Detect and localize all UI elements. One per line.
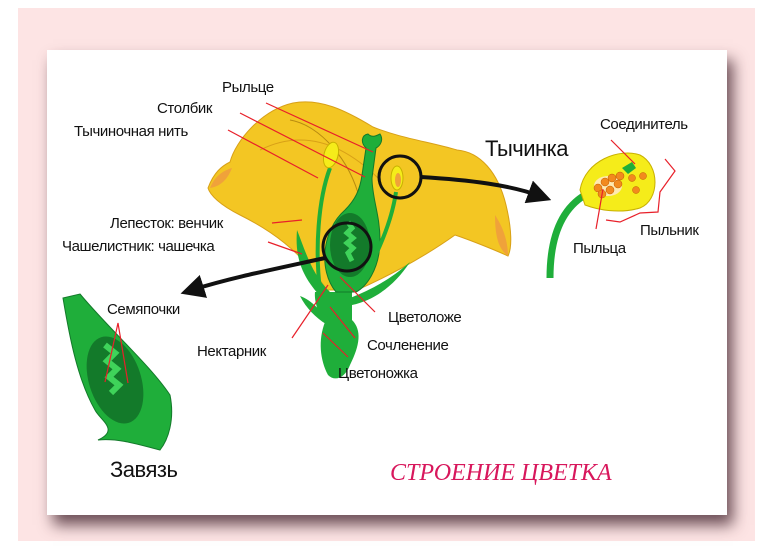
label-nectary: Нектарник bbox=[197, 343, 267, 360]
stamens bbox=[315, 141, 404, 291]
label-connective: Соединитель bbox=[600, 116, 688, 133]
label-pollen: Пыльца bbox=[573, 240, 627, 257]
label-joint: Сочленение bbox=[367, 337, 448, 354]
label-stamen: Тычинка bbox=[485, 136, 569, 161]
label-stigma: Рыльце bbox=[222, 79, 274, 96]
label-ovary: Завязь bbox=[110, 457, 177, 482]
zoom-markers bbox=[180, 154, 552, 298]
pistil bbox=[324, 133, 383, 293]
label-receptacle: Цветоложе bbox=[388, 309, 461, 326]
label-petal: Лепесток: венчик bbox=[110, 215, 224, 232]
label-ovules: Семяпочки bbox=[107, 301, 180, 318]
leader-lines bbox=[104, 102, 676, 384]
ovary-detail bbox=[62, 293, 173, 451]
stamen-detail bbox=[546, 152, 656, 279]
label-pedicel: Цветоножка bbox=[338, 365, 419, 382]
label-filament: Тычиночная нить bbox=[74, 123, 188, 140]
label-sepal: Чашелистник: чашечка bbox=[62, 238, 215, 255]
diagram-title: СТРОЕНИЕ ЦВЕТКА bbox=[390, 460, 612, 486]
label-style: Столбик bbox=[157, 100, 213, 117]
label-anther: Пыльник bbox=[640, 222, 699, 239]
